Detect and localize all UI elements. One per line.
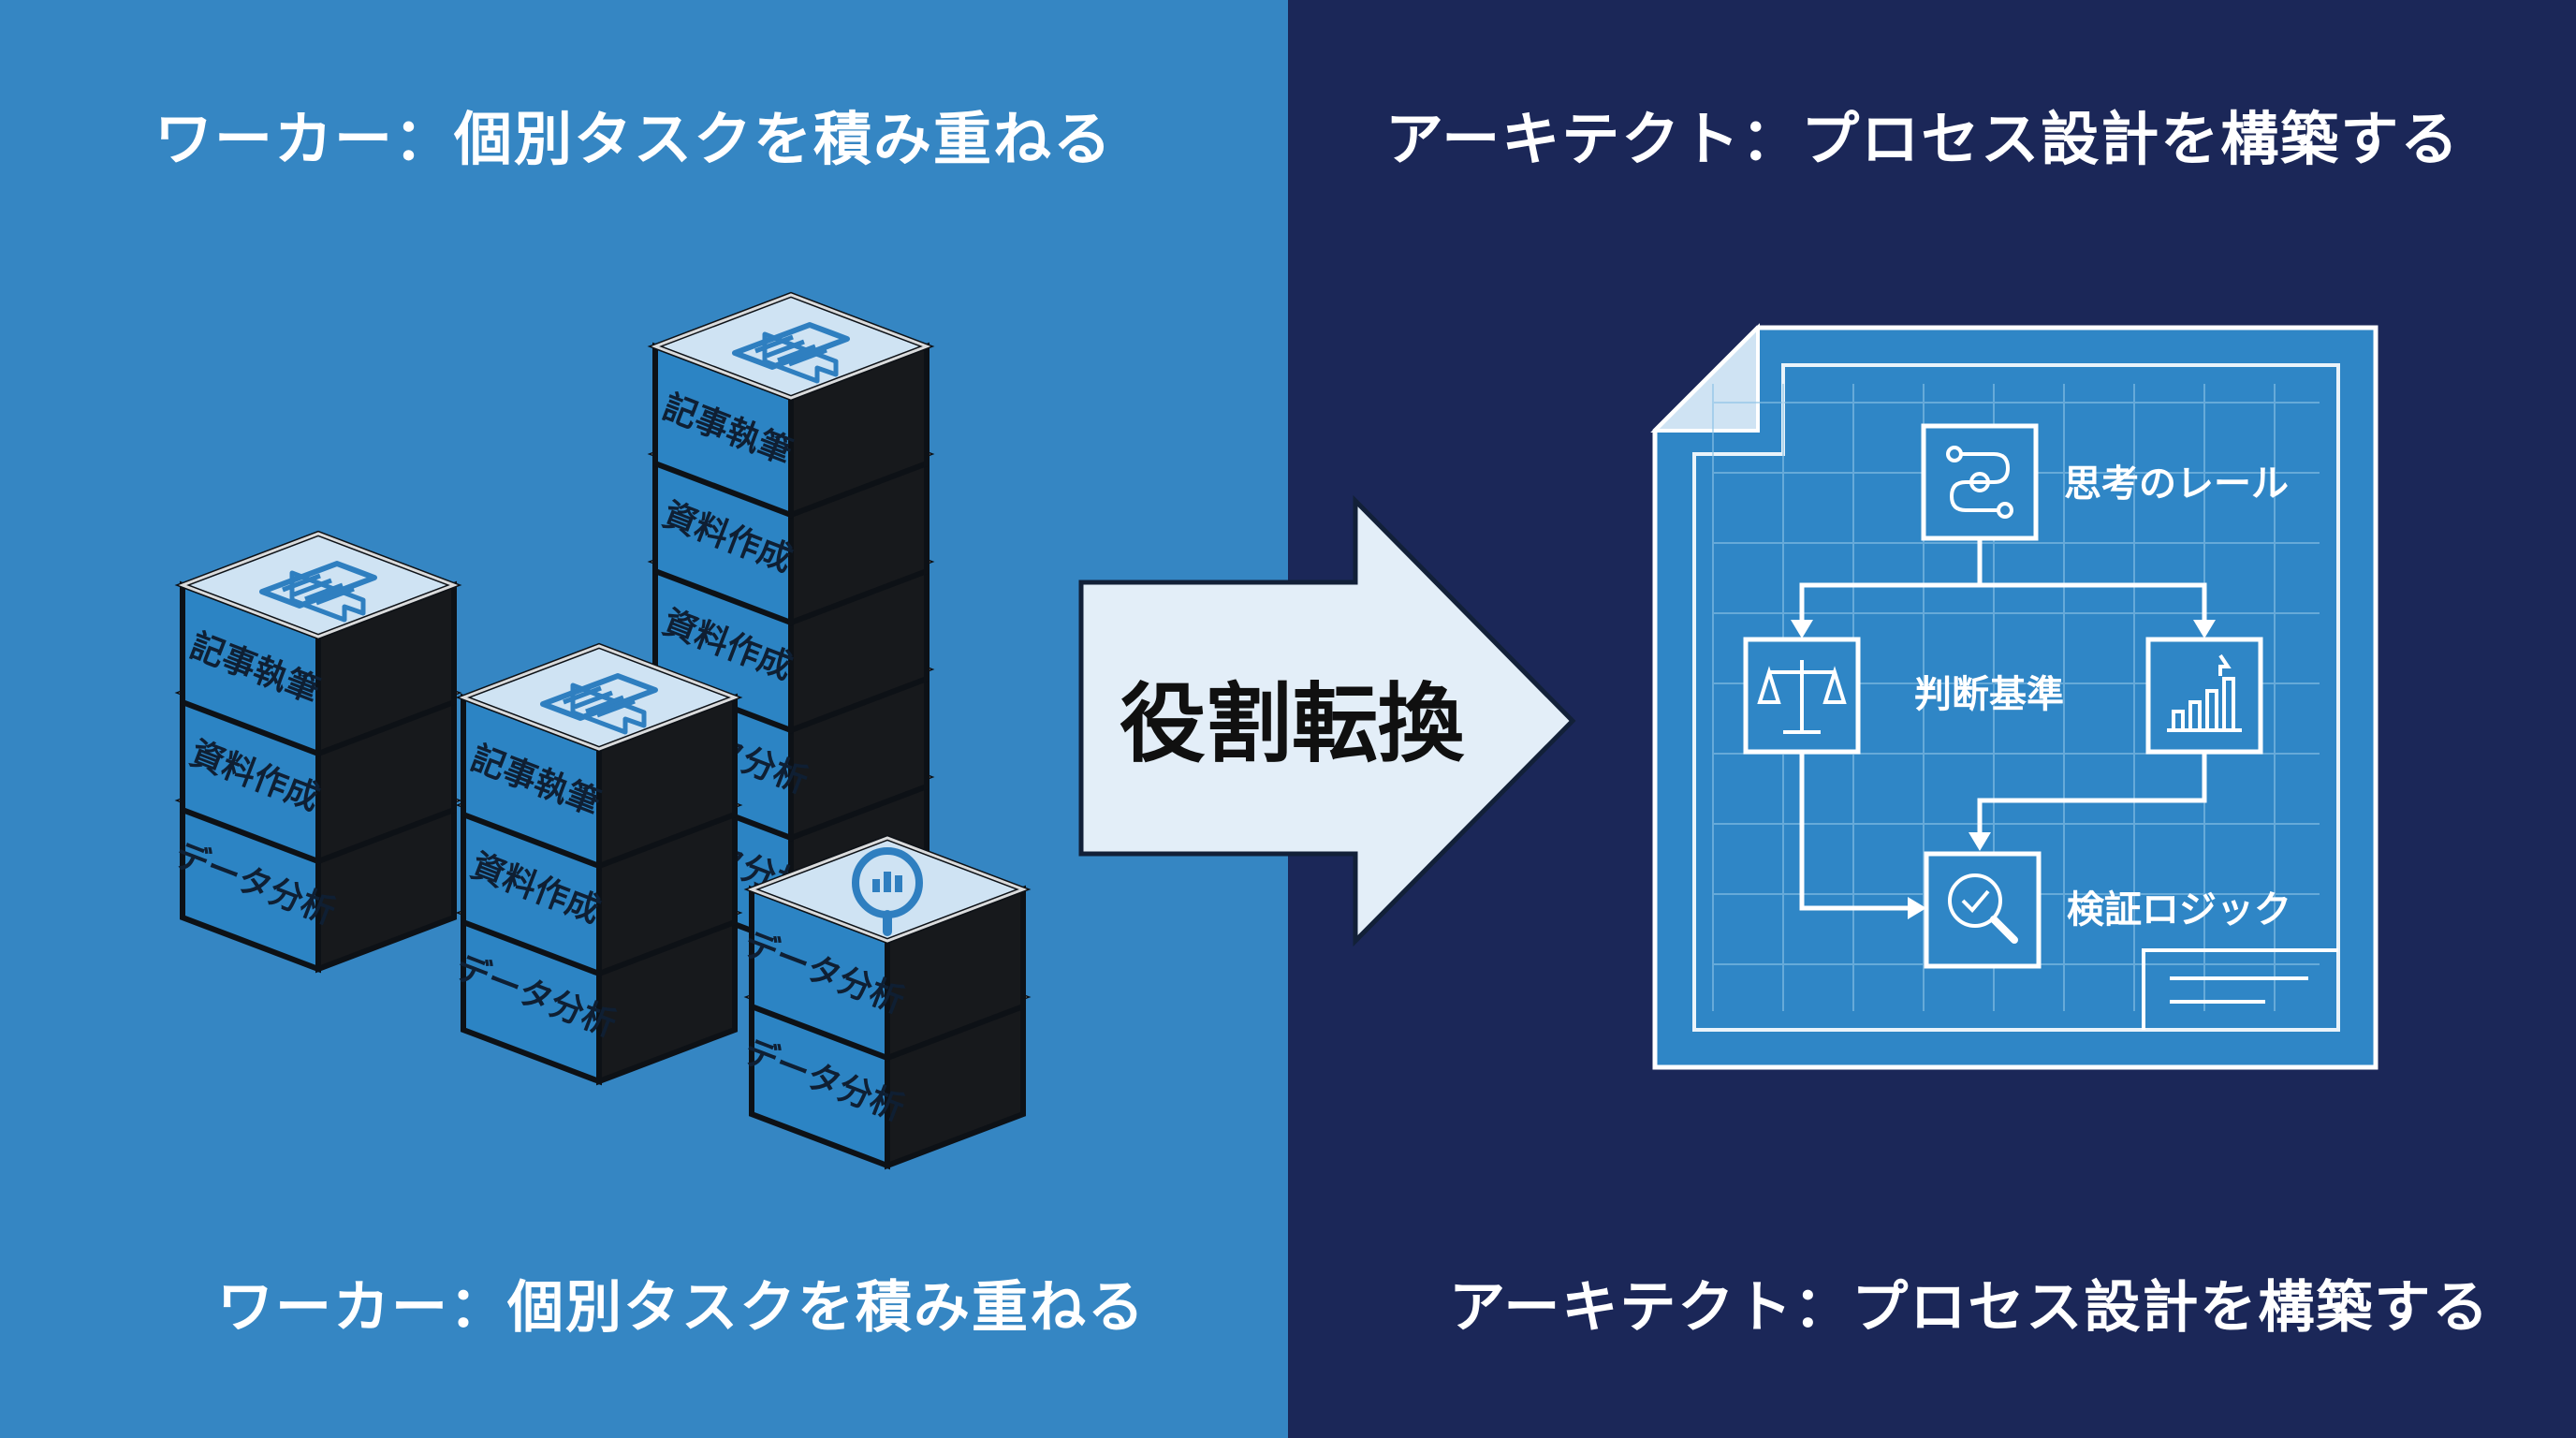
stack-middle: データ分析 資料作成 記事執筆 [450, 646, 735, 1081]
scale-icon [1757, 660, 1847, 734]
node-verification [1924, 851, 2042, 969]
folded-corner [1650, 323, 1760, 433]
label-judgment-criteria: 判断基準 [1914, 673, 2064, 716]
transition-arrow: 役割転換 [1078, 494, 1576, 947]
worker-title-bottom: ワーカー：個別タスクを積み重ねる [217, 1275, 1146, 1341]
architect-title-bottom: アーキテクト：プロセス設計を構築する [1449, 1275, 2491, 1341]
flow-arrowheads [1791, 620, 2216, 919]
node-judgment-scale [1743, 637, 1861, 755]
label-verification-logic: 検証ロジック [2067, 888, 2291, 932]
blueprint-title-block [2142, 948, 2338, 1030]
stack-left: データ分析 資料作成 記事執筆 [169, 534, 454, 969]
stack-front: データ分析 データ分析 [739, 838, 1023, 1166]
task-cube-stacks: データ分析 データ分析 資料作成 資料作成 記事執筆 [169, 295, 1023, 1166]
transition-label: 役割転換 [1120, 674, 1465, 774]
bar-chart-icon [2167, 653, 2242, 732]
node-thinking-rail [1921, 423, 2039, 541]
task-cube: データ分析 [739, 838, 1023, 1058]
node-growth-chart [2145, 637, 2263, 755]
process-blueprint: 思考のレール 判断基準 [1650, 323, 2378, 1070]
task-cube: 記事執筆 [183, 534, 454, 754]
arrow-shape [1078, 494, 1576, 947]
check-magnifier-icon [1948, 873, 2018, 944]
architect-title-top: アーキテクト：プロセス設計を構築する [1385, 105, 2461, 173]
worker-title-top: ワーカー：個別タスクを積み重ねる [154, 105, 1114, 173]
route-gear-icon [1946, 446, 2013, 519]
label-thinking-rail: 思考のレール [2064, 462, 2289, 506]
flow-connectors [1799, 538, 2207, 911]
task-cube: 記事執筆 [463, 646, 735, 866]
task-cube: 記事執筆 [655, 295, 927, 515]
